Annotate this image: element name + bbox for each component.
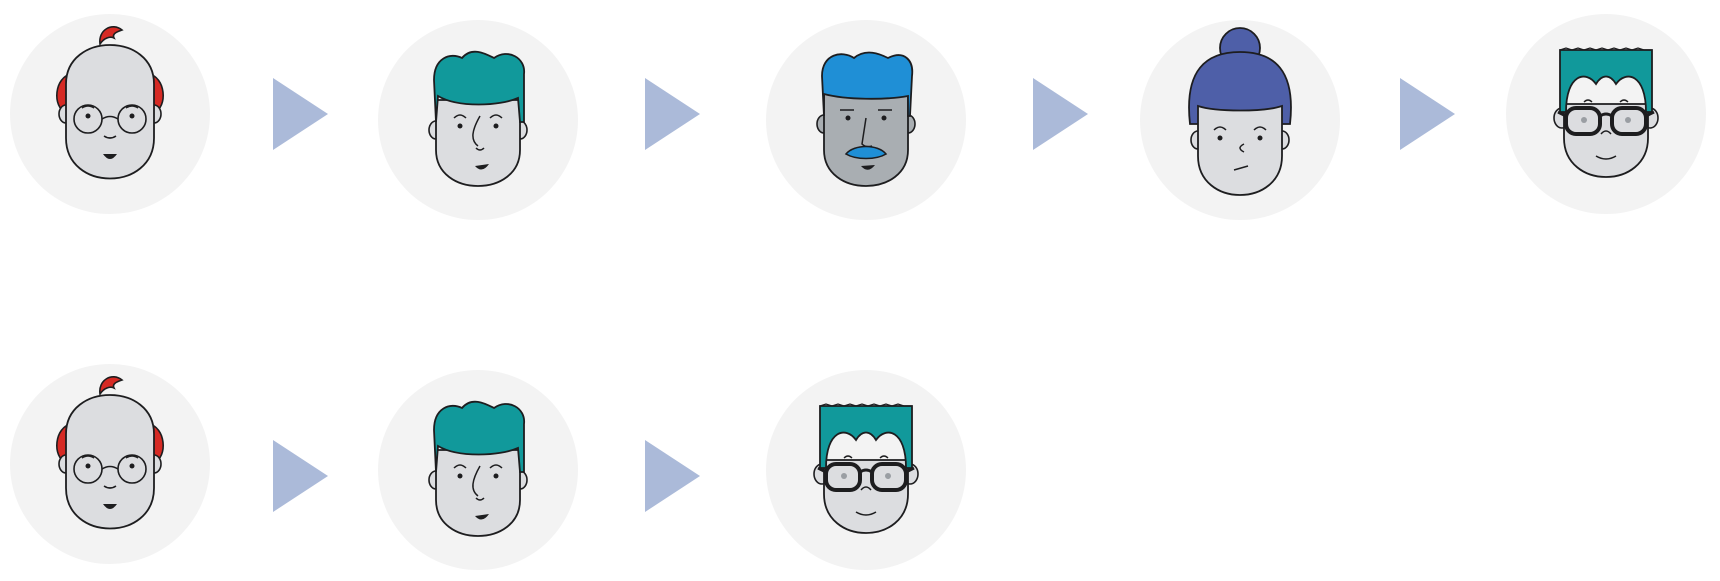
avatar-row-1 bbox=[10, 14, 1706, 220]
man-with-blue-hair-and-mustache-icon bbox=[816, 51, 916, 187]
flow-arrow-icon bbox=[1400, 78, 1455, 150]
flow-arrow-icon bbox=[273, 440, 328, 512]
flow-arrow-icon bbox=[273, 78, 328, 150]
man-with-teal-flat-top-and-glasses-icon bbox=[812, 402, 920, 535]
man-with-teal-wavy-hair-icon bbox=[428, 400, 528, 537]
avatar-row-2 bbox=[10, 364, 966, 570]
man-with-teal-wavy-hair-icon bbox=[428, 50, 528, 187]
flow-arrow-icon bbox=[645, 440, 700, 512]
flow-arrow-icon bbox=[645, 78, 700, 150]
flow-arrow-icon bbox=[1033, 78, 1088, 150]
man-with-teal-flat-top-and-glasses-icon bbox=[1552, 46, 1660, 179]
